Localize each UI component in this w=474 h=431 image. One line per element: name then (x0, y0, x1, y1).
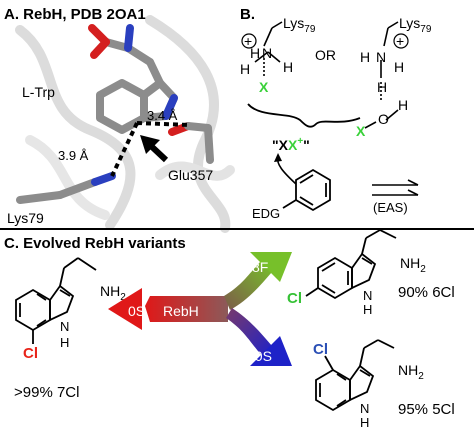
pct-6cl: 90% 6Cl (398, 284, 455, 301)
x-right: X (356, 123, 366, 139)
panel-a-frame (0, 0, 237, 228)
variant-arrows (108, 252, 292, 366)
distance-label-39: 3.9 Å (58, 148, 89, 163)
x-left: X (259, 79, 269, 95)
lys79-label: Lys79 (7, 210, 44, 226)
h-5cl: H (360, 415, 369, 430)
distance-line-34 (136, 121, 191, 127)
label-10s: 10S (247, 348, 272, 364)
label-0s: 0S (128, 303, 145, 319)
cl-5cl: Cl (313, 341, 328, 358)
brace (247, 103, 361, 128)
panel-c-title: C. Evolved RebH variants (4, 235, 186, 252)
attack-arrowhead (274, 153, 282, 162)
glu357-residue (168, 122, 214, 164)
panel-a: A. RebH, PDB 2OA1 L-Trp 3.4 Å 3.9 Å Lys7… (0, 0, 237, 233)
h-right-1: H (360, 49, 370, 65)
nh2-7cl: NH2 (100, 283, 126, 303)
h-7cl: H (60, 335, 69, 350)
n-right: N (376, 49, 386, 65)
h-6cl: H (363, 302, 372, 317)
distance-label-34: 3.4 Å (147, 108, 178, 123)
lys79-ammonium-right (364, 21, 399, 129)
o-right: O (378, 111, 389, 127)
arrow-10s (226, 308, 272, 356)
n-left: N (262, 45, 272, 61)
cl-6cl: Cl (287, 290, 302, 307)
panel-a-title: A. RebH, PDB 2OA1 (4, 6, 146, 23)
n-6cl: N (363, 288, 372, 303)
eas-label: (EAS) (373, 200, 408, 215)
lys79-ammonium-left (254, 21, 283, 78)
h-left-1: H (250, 45, 260, 61)
rebh-label: RebH (163, 303, 199, 319)
plus-circle-left (241, 33, 257, 49)
lys79-left-label: Lys79 (283, 15, 316, 35)
glu357-label: Glu357 (168, 167, 213, 183)
tryptamine-6cl (305, 229, 397, 300)
nh2-5cl: NH2 (398, 362, 424, 382)
arrow-10s-head (250, 336, 292, 366)
x-plus-label: "XX+" (272, 136, 310, 153)
n-5cl: N (360, 401, 369, 416)
bold-arrow (140, 135, 169, 163)
h-right-4: H (398, 97, 408, 113)
panel-b-title: B. (240, 6, 255, 23)
benzene-ring (282, 168, 331, 212)
or-label: OR (315, 47, 336, 63)
reaction-arrow (372, 179, 419, 196)
plus-right: + (396, 33, 404, 49)
tryptamine-5cl (315, 339, 395, 412)
edg-label: EDG (252, 206, 280, 221)
h-right-3: H (377, 79, 387, 95)
lys79-right-label: Lys79 (399, 15, 432, 35)
nh2-6cl: NH2 (400, 255, 426, 275)
distance-line-39 (110, 122, 139, 177)
h-left-3: H (240, 61, 250, 77)
h-left-2: H (283, 59, 293, 75)
h-right-2: H (394, 59, 404, 75)
l-trp-label: L-Trp (22, 84, 55, 100)
arrow-0s-head (108, 288, 142, 330)
plus-left: + (244, 33, 252, 49)
cl-7cl: Cl (23, 345, 38, 362)
protein-ribbon (15, 15, 235, 233)
panel-c: C. Evolved RebH variants NH2 N H Cl >99%… (4, 229, 455, 430)
tryptamine-7cl (15, 257, 97, 344)
panel-b: B. Lys79 + H N H H X OR Lys79 + H (240, 6, 432, 221)
arrow-0s (145, 296, 228, 322)
pct-5cl: 95% 5Cl (398, 401, 455, 418)
arrow-8f (224, 262, 272, 310)
label-8f: 8F (252, 259, 268, 275)
plus-circle-right (393, 33, 409, 49)
n-7cl: N (60, 319, 69, 334)
pct-7cl: >99% 7Cl (14, 384, 79, 401)
l-trp-molecule (88, 24, 178, 134)
lys79-residue (16, 172, 116, 204)
arrow-8f-head (250, 252, 292, 282)
